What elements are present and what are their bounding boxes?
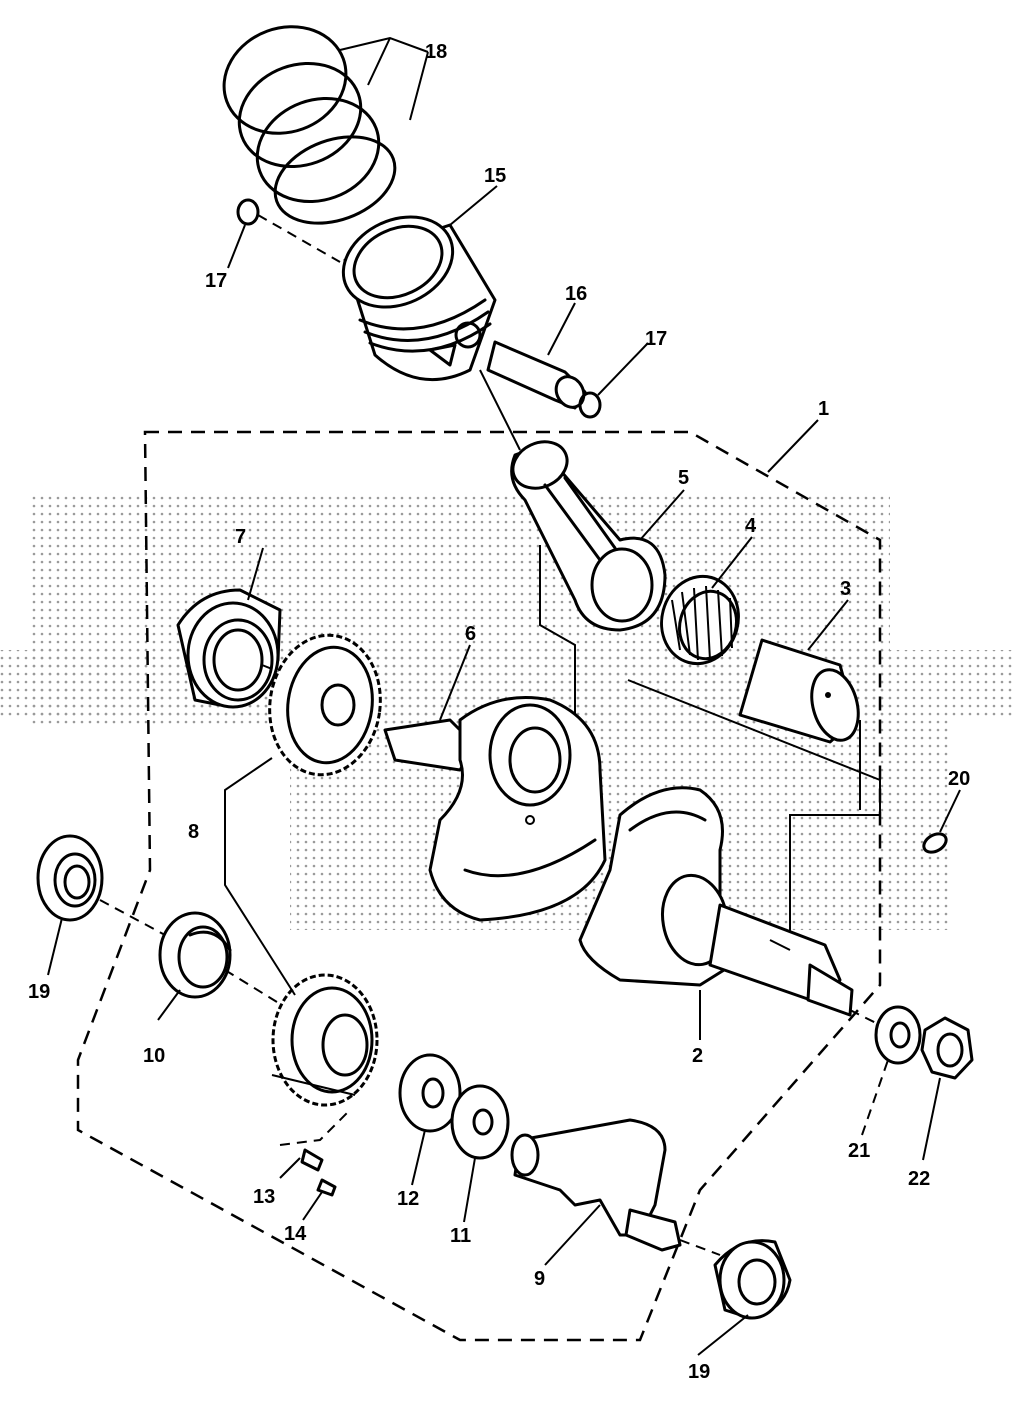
piston (341, 215, 497, 382)
woodruff-key (922, 832, 948, 854)
callouts: 1 2 3 4 5 6 7 8 9 10 11 12 13 14 15 16 1… (28, 41, 970, 1383)
callout-9: 9 (534, 1268, 545, 1290)
callout-19-left: 19 (28, 981, 50, 1003)
piston-pin (486, 340, 587, 410)
spring-13 (300, 1148, 324, 1172)
piston-rings (222, 25, 397, 225)
main-bearing-left (36, 834, 104, 922)
main-bearing-right (713, 1239, 792, 1320)
callout-11: 11 (450, 1225, 471, 1247)
callout-14: 14 (284, 1223, 307, 1245)
crankshaft-nut (920, 1016, 974, 1080)
callout-17-right: 17 (645, 328, 667, 350)
callout-18: 18 (425, 41, 447, 63)
callout-22: 22 (908, 1168, 930, 1190)
crankshaft-right (578, 786, 854, 1017)
lock-washer (874, 1005, 922, 1065)
callout-20: 20 (948, 768, 970, 790)
assembly-bracket (539, 545, 881, 945)
callout-8: 8 (188, 821, 199, 843)
callout-1: 1 (818, 398, 829, 420)
needle-bearing (660, 574, 740, 666)
gear-top (268, 633, 382, 777)
callout-2: 2 (692, 1045, 703, 1067)
crankshaft-left (383, 696, 607, 922)
leader-lines (47, 36, 961, 1356)
callout-19-right: 19 (688, 1361, 710, 1383)
callout-13: 13 (253, 1186, 275, 1208)
callout-3: 3 (840, 578, 851, 600)
callout-17-left: 17 (205, 270, 227, 292)
callout-15: 15 (484, 165, 506, 187)
piston-pin-clip-right (578, 391, 602, 419)
callout-7: 7 (235, 526, 246, 548)
washer-11 (450, 1084, 510, 1160)
crankshaft-assembly-outline (76, 430, 882, 1342)
connecting-rod (510, 440, 667, 632)
crank-pin (738, 638, 860, 744)
callout-6: 6 (465, 623, 476, 645)
pin-14 (316, 1178, 337, 1197)
callout-16: 16 (565, 283, 587, 305)
callout-21: 21 (848, 1140, 870, 1162)
callout-5: 5 (678, 467, 689, 489)
main-bearing-top (176, 588, 282, 709)
callout-4: 4 (745, 515, 757, 537)
oil-seal (158, 911, 232, 999)
washer-12 (398, 1053, 462, 1133)
callout-12: 12 (397, 1188, 419, 1210)
piston-pin-clip-left (236, 198, 260, 226)
crank-9 (510, 1118, 682, 1252)
gear-bottom (271, 973, 379, 1107)
callout-10: 10 (143, 1045, 165, 1067)
